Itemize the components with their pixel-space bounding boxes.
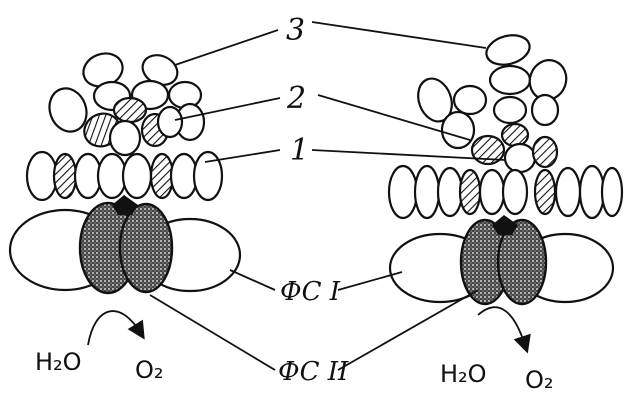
right-complex (389, 31, 622, 345)
right-reactant-h2o: H₂O (440, 360, 487, 388)
label-photosystem-2: ФС II (278, 357, 349, 387)
left-middle-disks (79, 98, 182, 155)
right-core-row (389, 166, 622, 218)
label-photosystem-1: ФС I (280, 277, 341, 307)
right-outer-disks (412, 31, 571, 126)
label-1: 1 (290, 133, 309, 168)
right-reaction-arrow (478, 307, 525, 345)
label-3: 3 (286, 13, 305, 48)
right-photosystem (390, 215, 613, 304)
left-complex (10, 48, 240, 345)
left-photosystem (10, 195, 240, 293)
label-2: 2 (286, 81, 306, 116)
left-core-row (27, 152, 222, 200)
left-reactant-h2o: H₂O (35, 348, 82, 376)
right-product-o2: O₂ (525, 366, 554, 394)
left-product-o2: O₂ (135, 356, 164, 384)
left-reaction-arrow (88, 311, 140, 345)
